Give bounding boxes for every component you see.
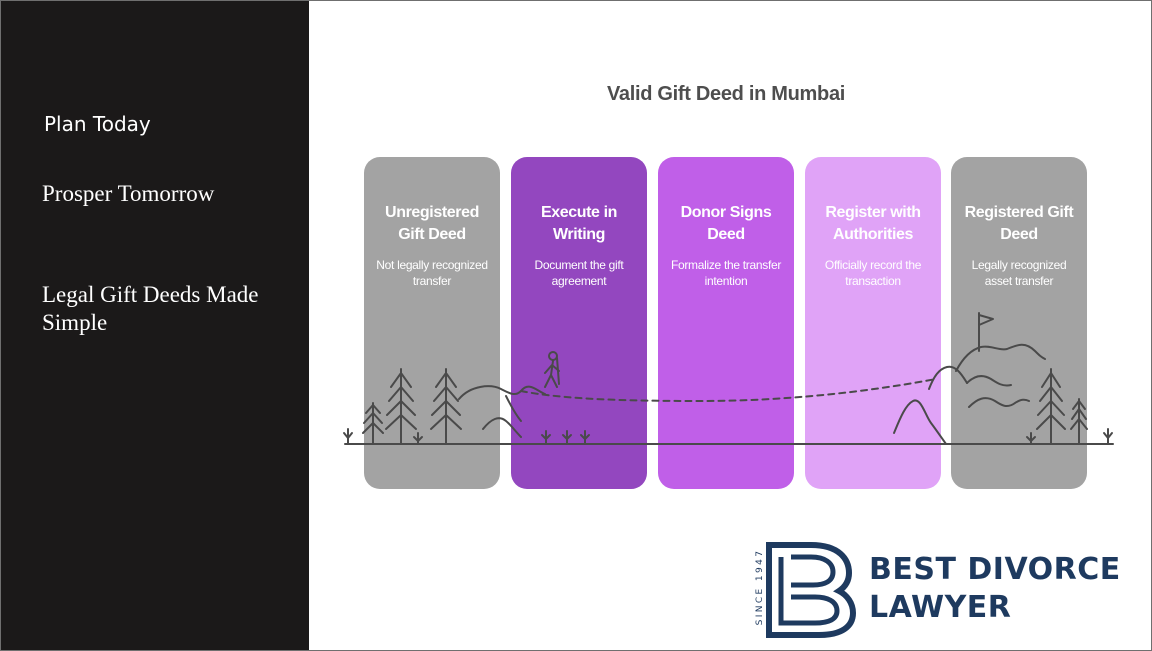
brand-name-line1: BEST DIVORCE [869,552,1121,587]
since-text: SINCE 1947 [755,548,765,626]
step-description: Not legally recognized transfer [376,258,488,288]
step-title: Donor Signs Deed [680,204,772,243]
step-execute-in-writing: Execute in Writing Document the gift agr… [511,157,647,489]
tagline-plan-today: Plan Today [44,112,151,136]
grass-icon [343,428,1113,445]
step-register-with-authorities: Register with Authorities Officially rec… [805,157,941,489]
tree-icon [362,368,462,445]
brand-logo-icon [766,542,857,638]
step-title: Register with Authorities [825,204,921,243]
mountain-line [893,399,947,445]
tagline-prosper-tomorrow: Prosper Tomorrow [42,181,215,206]
step-description: Formalize the transfer intention [670,258,782,288]
step-description: Legally recognized asset transfer [971,258,1067,288]
journey-path [520,378,937,402]
left-panel: Plan Today Prosper Tomorrow Legal Gift D… [1,1,309,650]
tree-icon [1036,368,1088,445]
step-title: Unregistered Gift Deed [385,204,479,243]
hill-line [458,385,546,400]
tagline-legal-gift-deeds: Legal Gift Deeds Made Simple [42,282,259,335]
brand-name-line2: LAWYER [869,590,1012,625]
step-description: Document the gift agreement [534,258,624,288]
hiker-icon [544,351,560,388]
step-title: Registered Gift Deed [964,204,1074,243]
flag-icon [978,312,994,352]
step-registered-gift-deed: Registered Gift Deed Legally recognized … [951,157,1087,489]
step-unregistered-gift-deed: Unregistered Gift Deed Not legally recog… [364,157,500,489]
step-title: Execute in Writing [540,204,618,243]
step-donor-signs-deed: Donor Signs Deed Formalize the transfer … [658,157,794,489]
diagram-title: Valid Gift Deed in Mumbai [606,83,846,105]
step-description: Officially record the transaction [824,258,922,288]
